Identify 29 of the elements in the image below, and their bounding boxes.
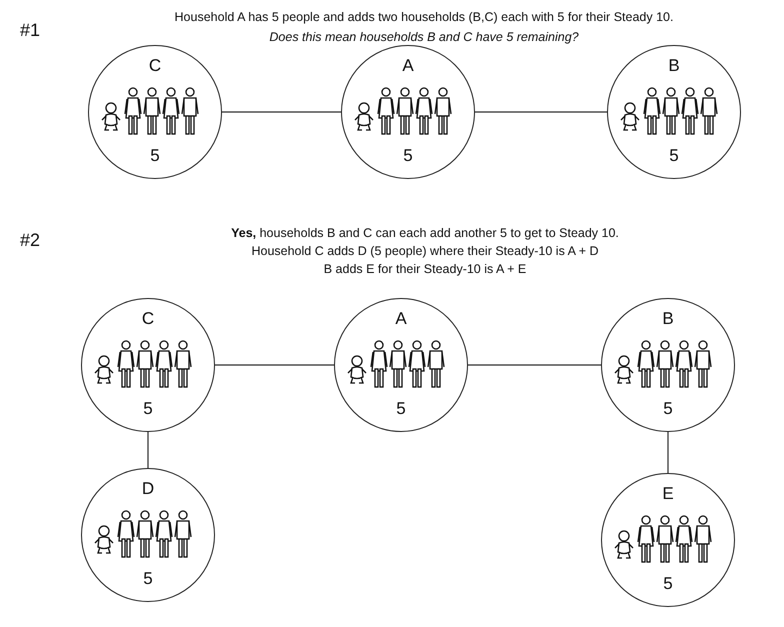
connector-line [215, 364, 334, 366]
explanation-text: B adds E for their Steady-10 is A + E [324, 262, 526, 276]
member-count: 5 [142, 569, 154, 589]
household-letter: B [661, 309, 675, 329]
household-letter: A [401, 56, 415, 76]
household-letter: C [148, 56, 162, 76]
section-number: #1 [20, 20, 40, 41]
member-count: 5 [402, 146, 414, 166]
household-letter: B [667, 56, 681, 76]
household-letter: D [140, 479, 156, 499]
member-count: 5 [142, 399, 154, 419]
connector-line [147, 432, 149, 468]
household-letter: C [140, 309, 156, 329]
household-letter: A [394, 309, 408, 329]
member-count: 5 [395, 399, 407, 419]
connector-line [667, 432, 669, 473]
question-text: Does this mean households B and C have 5 remaining? [269, 30, 579, 44]
connector-line [222, 111, 341, 113]
household-letter: E [661, 484, 675, 504]
explanation-text: Household C adds D (5 people) where their Steady-10 is A + D [251, 244, 599, 258]
section-number: #2 [20, 230, 40, 251]
member-count: 5 [662, 399, 674, 419]
member-count: 5 [662, 574, 674, 594]
connector-line [468, 364, 601, 366]
member-count: 5 [668, 146, 680, 166]
connector-line [475, 111, 607, 113]
member-count: 5 [149, 146, 161, 166]
heading-text: Household A has 5 people and adds two households (B,C) each with 5 for their Steady 10. [174, 10, 674, 24]
answer-text: Yes, households B and C can each add another 5 to get to Steady 10. [231, 226, 619, 240]
